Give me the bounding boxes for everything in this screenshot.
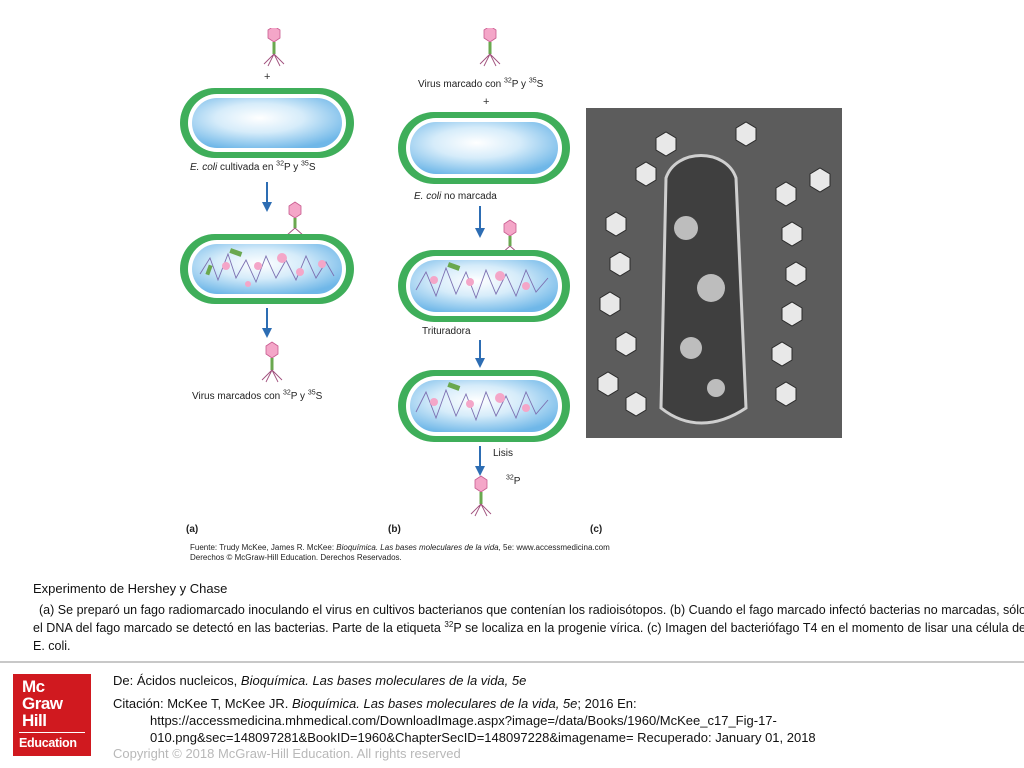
phage-icon — [500, 219, 520, 255]
panel-letter-c: (c) — [590, 524, 603, 535]
trituradora-label: Trituradora — [422, 326, 471, 337]
figure: + E. coli cultivada en 32P y 35S Virus m… — [170, 28, 844, 564]
ecoli-cell-infected — [398, 370, 570, 442]
figure-source: Fuente: Trudy McKee, James R. McKee: Bio… — [190, 543, 610, 562]
lisis-label: Lisis — [493, 448, 514, 459]
ecoli-cell-labeled — [180, 88, 354, 158]
copyright: Copyright © 2018 McGraw-Hill Education. … — [113, 746, 461, 761]
ecoli-cell-unlabeled — [398, 112, 570, 184]
citation-url[interactable]: https://accessmedicina.mhmedical.com/Dow… — [150, 713, 777, 728]
panel-letter-b: (b) — [388, 524, 401, 535]
phage-icon — [470, 475, 492, 517]
phage-icon — [479, 28, 501, 67]
ecoli-cell-infected — [180, 234, 354, 304]
p32-label: 32P — [506, 474, 521, 487]
ecoli-labeled-label: E. coli cultivada en 32P y 35S — [190, 160, 316, 173]
arrow-down-icon — [475, 340, 485, 368]
citation: Citación: McKee T, McKee JR. Bioquímica.… — [113, 695, 913, 746]
caption-body: (a) Se preparó un fago radiomarcado inoc… — [33, 603, 1024, 653]
caption-title: Experimento de Hershey y Chase — [33, 581, 228, 596]
phage-icon — [263, 28, 285, 67]
divider — [0, 661, 1024, 663]
ecoli-unlabeled-label: E. coli no marcada — [414, 191, 497, 202]
arrow-down-icon — [475, 446, 485, 476]
source-chapter: De: Ácidos nucleicos, Bioquímica. Las ba… — [113, 673, 527, 688]
arrow-down-icon — [475, 206, 485, 238]
virus-marked-label: Virus marcado con 32P y 35S — [418, 77, 544, 90]
panel-letter-a: (a) — [186, 524, 199, 535]
plus-sign: + — [483, 96, 490, 108]
electron-micrograph — [586, 108, 842, 438]
virus-labeled-label: Virus marcados con 32P y 35S — [192, 389, 323, 402]
phage-icon — [285, 201, 305, 237]
arrow-down-icon — [262, 182, 272, 212]
mcgraw-hill-logo: Mc Graw Hill Education — [13, 674, 91, 756]
phage-icon — [261, 341, 283, 383]
experiment-diagram — [180, 28, 570, 517]
ecoli-cell-infected — [398, 250, 570, 322]
arrow-down-icon — [262, 308, 272, 338]
citation-url-cont[interactable]: 010.png&sec=148097281&BookID=1960&Chapte… — [150, 730, 816, 745]
plus-sign: + — [264, 71, 271, 83]
